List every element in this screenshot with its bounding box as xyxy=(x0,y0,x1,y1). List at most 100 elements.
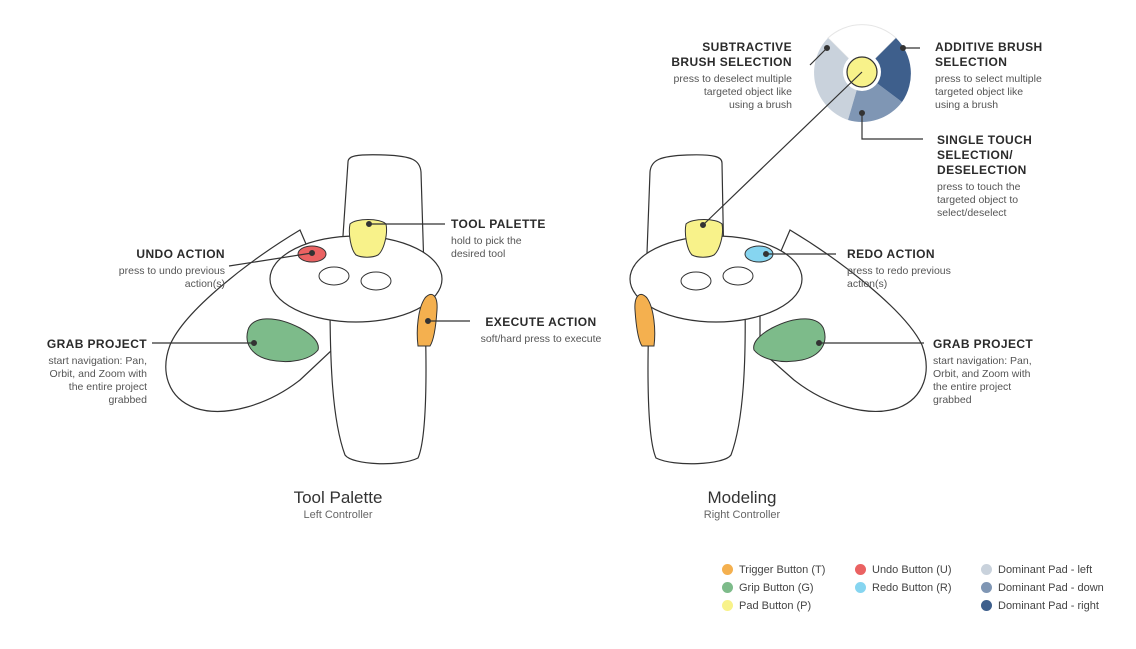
label-additive: ADDITIVE BRUSH SELECTION press to select… xyxy=(935,40,1085,112)
subtractive-desc-line: using a brush xyxy=(728,99,792,111)
execute-heading: EXECUTE ACTION xyxy=(485,315,597,329)
right-subtitle: Right Controller xyxy=(703,509,781,521)
additive-desc: press to select multiple targeted object… xyxy=(935,73,1085,112)
left-controller xyxy=(165,154,443,465)
tool-palette-desc: hold to pick the desired tool xyxy=(451,235,591,261)
left-leaders xyxy=(152,221,470,347)
legend-item-pad: Pad Button (P) xyxy=(722,599,811,613)
execute-desc-line: soft/hard press to execute xyxy=(480,333,602,345)
redo-desc-line: press to redo previous xyxy=(847,265,951,277)
additive-desc-line: press to select multiple xyxy=(935,73,1042,85)
legend-label: Dominant Pad - left xyxy=(998,564,1093,576)
left-button-a xyxy=(318,266,350,286)
left-grab-desc: start navigation: Pan, Orbit, and Zoom w… xyxy=(20,355,147,407)
execute-desc: soft/hard press to execute xyxy=(466,333,616,346)
dominant-pad-top xyxy=(827,24,897,73)
tool-palette-desc-line: desired tool xyxy=(451,248,506,260)
left-handle xyxy=(329,289,427,465)
right-handle xyxy=(647,289,746,465)
additive-desc-line: using a brush xyxy=(935,99,999,111)
dominant-pad-right xyxy=(862,38,911,102)
legend-label: Trigger Button (T) xyxy=(739,564,826,576)
legend-item-grip: Grip Button (G) xyxy=(722,581,814,595)
label-tool-palette: TOOL PALETTE hold to pick the desired to… xyxy=(451,217,591,261)
label-subtractive: SUBTRACTIVE BRUSH SELECTION press to des… xyxy=(640,40,792,112)
left-button-b xyxy=(360,271,392,291)
legend-item-undo: Undo Button (U) xyxy=(855,563,951,577)
right-title: Modeling xyxy=(707,488,777,507)
subtractive-heading-line: BRUSH SELECTION xyxy=(671,55,792,69)
subtractive-desc-line: press to deselect multiple xyxy=(673,73,792,85)
label-undo: UNDO ACTION press to undo previous actio… xyxy=(100,247,225,291)
additive-heading-line: ADDITIVE BRUSH xyxy=(935,40,1043,54)
dominant-pad-left xyxy=(814,38,862,120)
subtractive-heading-line: SUBTRACTIVE xyxy=(702,40,792,54)
redo-desc: press to redo previous action(s) xyxy=(847,265,987,291)
undo-desc-line: press to undo previous xyxy=(118,265,225,277)
label-left-grab: GRAB PROJECT start navigation: Pan, Orbi… xyxy=(20,337,147,407)
legend-swatch xyxy=(722,564,733,575)
right-grab-desc-line: start navigation: Pan, xyxy=(933,355,1032,367)
left-grab-desc-line: the entire project xyxy=(68,381,147,393)
single-touch-desc-line: select/deselect xyxy=(937,207,1007,219)
legend-swatch xyxy=(855,582,866,593)
right-pad-button xyxy=(684,219,723,258)
right-button-b xyxy=(722,266,754,286)
additive-heading: ADDITIVE BRUSH SELECTION xyxy=(935,40,1085,70)
right-grab-desc: start navigation: Pan, Orbit, and Zoom w… xyxy=(933,355,1073,407)
undo-desc: press to undo previous action(s) xyxy=(100,265,225,291)
legend-item-trigger: Trigger Button (T) xyxy=(722,563,825,577)
left-pad-button xyxy=(348,219,387,258)
right-leaders xyxy=(699,44,924,347)
right-caption: Modeling Right Controller xyxy=(642,488,842,521)
label-execute: EXECUTE ACTION soft/hard press to execut… xyxy=(466,315,616,346)
additive-heading-line: SELECTION xyxy=(935,55,1008,69)
legend-swatch xyxy=(981,564,992,575)
legend-label: Undo Button (U) xyxy=(872,564,952,576)
legend-label: Pad Button (P) xyxy=(739,600,812,612)
legend-item-pad-right: Dominant Pad - right xyxy=(981,599,1099,613)
single-touch-heading-line: DESELECTION xyxy=(937,163,1027,177)
subtractive-heading: SUBTRACTIVE BRUSH SELECTION xyxy=(640,40,792,70)
right-grip-button xyxy=(753,318,826,363)
legend-swatch xyxy=(722,600,733,611)
legend-swatch xyxy=(981,600,992,611)
additive-desc-line: targeted object like xyxy=(935,86,1024,98)
legend-item-redo: Redo Button (R) xyxy=(855,581,951,595)
single-touch-desc-line: press to touch the xyxy=(937,181,1021,193)
legend-label: Redo Button (R) xyxy=(872,582,952,594)
undo-desc-line: action(s) xyxy=(184,278,225,290)
single-touch-heading: SINGLE TOUCH SELECTION/ DESELECTION xyxy=(937,133,1087,178)
tool-palette-desc-line: hold to pick the xyxy=(451,235,522,247)
single-touch-heading-line: SELECTION/ xyxy=(937,148,1014,162)
left-grip-button xyxy=(246,318,319,363)
right-grab-desc-line: grabbed xyxy=(933,394,972,406)
right-grab-desc-line: the entire project xyxy=(933,381,1012,393)
subtractive-desc: press to deselect multiple targeted obje… xyxy=(640,73,792,112)
left-grab-desc-line: start navigation: Pan, xyxy=(48,355,147,367)
left-subtitle: Left Controller xyxy=(303,509,373,521)
tool-palette-heading: TOOL PALETTE xyxy=(451,217,546,231)
right-trigger-button xyxy=(634,294,656,347)
redo-desc-line: action(s) xyxy=(847,278,888,290)
right-grab-heading: GRAB PROJECT xyxy=(933,337,1034,351)
label-single-touch: SINGLE TOUCH SELECTION/ DESELECTION pres… xyxy=(937,133,1087,220)
legend-swatch xyxy=(855,564,866,575)
single-touch-desc-line: targeted object to xyxy=(937,194,1019,206)
redo-heading: REDO ACTION xyxy=(847,247,935,261)
right-button-a xyxy=(680,271,712,291)
dominant-pad-zoom xyxy=(814,24,911,122)
single-touch-heading-line: SINGLE TOUCH xyxy=(937,133,1033,147)
single-touch-desc: press to touch the targeted object to se… xyxy=(937,181,1087,220)
legend-swatch xyxy=(722,582,733,593)
right-grab-desc-line: Orbit, and Zoom with xyxy=(933,368,1031,380)
legend-item-pad-left: Dominant Pad - left xyxy=(981,563,1092,577)
label-right-grab: GRAB PROJECT start navigation: Pan, Orbi… xyxy=(933,337,1073,407)
right-controller xyxy=(629,154,927,465)
undo-heading: UNDO ACTION xyxy=(136,247,225,261)
legend-item-pad-down: Dominant Pad - down xyxy=(981,581,1104,595)
left-grab-heading: GRAB PROJECT xyxy=(46,337,147,351)
legend-label: Grip Button (G) xyxy=(739,582,814,594)
label-redo: REDO ACTION press to redo previous actio… xyxy=(847,247,987,291)
